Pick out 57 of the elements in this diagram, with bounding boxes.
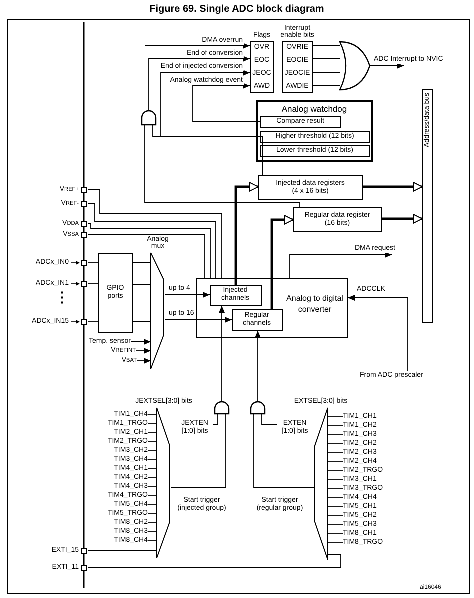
signal-line [328, 488, 344, 490]
signal-line [328, 470, 344, 472]
signal-arrow [164, 292, 210, 298]
signal-arrow [130, 339, 152, 345]
signal-arrow [219, 306, 225, 402]
signal-line [312, 58, 340, 60]
data-path-arrow [270, 215, 294, 309]
signal-line [148, 540, 158, 542]
signal-line [212, 414, 218, 426]
adc-block [196, 278, 348, 338]
signal-arrow [164, 317, 232, 323]
signal-line [148, 450, 158, 452]
data-path-arrow [234, 182, 259, 285]
signal-line [328, 452, 344, 454]
signal-line [148, 468, 158, 470]
block-heading: Analog watchdog [280, 105, 348, 114]
signal-line [170, 414, 226, 488]
block-label: Analog to digital converter [286, 294, 344, 316]
signal-line [262, 414, 278, 426]
signal-line [328, 416, 344, 418]
analog-watchdog-block [256, 100, 373, 162]
signal-line [148, 504, 158, 506]
signal-line [312, 72, 340, 74]
signal-line [144, 124, 300, 208]
signal-arrow [192, 83, 260, 122]
signal-line [88, 224, 212, 278]
signal-line [132, 284, 152, 286]
signal-line [88, 262, 98, 264]
signal-arrow [144, 43, 250, 49]
signal-line [88, 550, 158, 552]
signal-line [148, 486, 158, 488]
signal-arrow [370, 63, 404, 69]
signal-line [254, 414, 314, 488]
signal-arrow [136, 358, 152, 364]
signal-arrow [348, 295, 408, 372]
signal-arrow [255, 330, 261, 402]
signal-line [328, 542, 344, 544]
data-path-arrow [382, 214, 423, 224]
signal-arrow [148, 56, 250, 112]
signal-line [328, 434, 344, 436]
address-data-bus [422, 89, 433, 323]
figure-title: Figure 69. Single ADC block diagram [148, 4, 326, 15]
ellipsis-dots: ⋮ [55, 290, 69, 306]
signal-line [88, 554, 342, 568]
signal-line [148, 522, 158, 524]
signal-line [328, 506, 344, 508]
signal-line [88, 234, 206, 278]
signal-line [328, 524, 344, 526]
signal-line [148, 414, 158, 416]
data-path-arrow [363, 182, 423, 192]
signal-line [152, 124, 264, 176]
signal-line [132, 262, 152, 264]
signal-arrow [136, 348, 152, 354]
signal-arrow [290, 252, 392, 278]
signal-line [88, 190, 222, 278]
signal-line [148, 432, 158, 434]
signal-line [88, 204, 216, 278]
